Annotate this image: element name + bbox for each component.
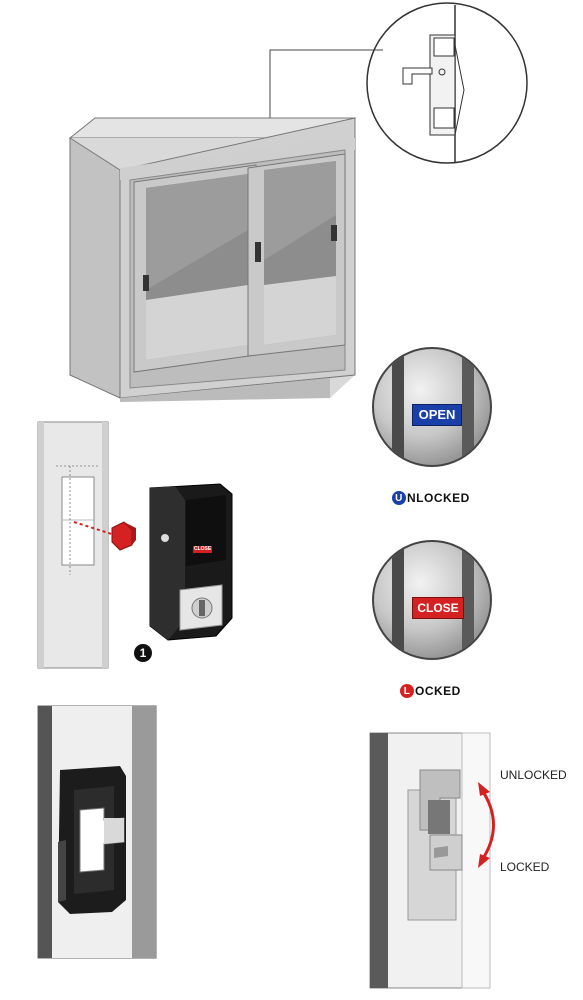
cabinet-side-panel [37,421,109,669]
open-badge: OPEN [412,404,462,426]
unlocked-status-label: U NLOCKED [392,491,470,505]
locked-initial: L [400,684,414,698]
unlocked-indicator: OPEN [372,347,492,467]
close-badge: CLOSE [412,597,464,619]
lock-body [149,483,233,641]
cabinet [68,117,357,402]
locked-indicator: CLOSE [372,540,492,660]
callout-detail [366,2,528,164]
unlocked-frame-right [462,349,474,465]
rotation-diagram [369,732,491,989]
unlocked-rest: NLOCKED [407,491,470,505]
locked-rest: OCKED [415,684,461,698]
step-number-badge: 1 [134,644,152,662]
unlocked-initial: U [392,491,406,505]
locked-frame-right [462,542,474,658]
rotation-arrow [478,782,495,868]
alignment-dotted-line [73,521,119,537]
lock-body-close-label: CLOSE [193,546,213,553]
mounted-lock-closeup [37,705,157,959]
rotation-unlocked-label: UNLOCKED [500,768,567,782]
unlocked-frame-left [392,349,404,465]
rotation-locked-label: LOCKED [500,860,550,874]
lock-cylinder-plug [111,521,136,551]
locked-frame-left [392,542,404,658]
locked-status-label: L OCKED [400,684,461,698]
